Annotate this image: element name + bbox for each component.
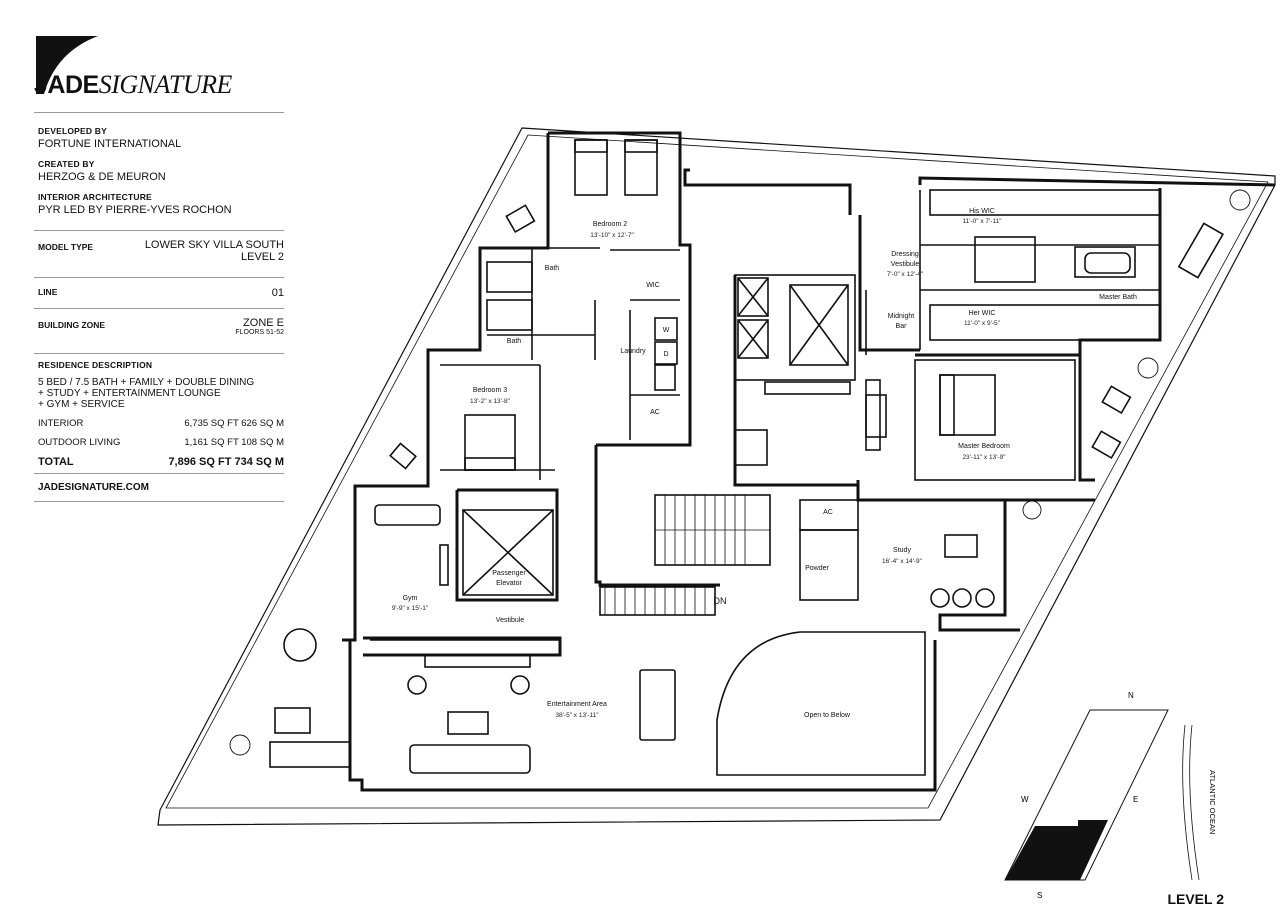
entertainment-area-label: Entertainment Area: [547, 701, 607, 708]
bedroom-2-dims: 13'-10" x 12'-7": [590, 232, 634, 239]
gym-label: Gym: [403, 595, 418, 602]
bedroom-3-label: Bedroom 3: [473, 387, 507, 394]
master-bedroom-label: Master Bedroom: [958, 443, 1010, 450]
vestibule-label: Vestibule: [496, 617, 525, 624]
plant-icon: [1137, 357, 1159, 379]
creator-label: CREATED BY: [38, 159, 95, 169]
bedroom-2-label: Bedroom 2: [593, 221, 627, 228]
building-zone-label: BUILDING ZONE: [38, 320, 106, 330]
outdoor-area-value: 1,161 SQ FT 108 SQ M: [184, 437, 284, 448]
brand-logo: JADESIGNATURE: [34, 34, 284, 104]
compass-west: W: [1021, 795, 1029, 804]
his-wic-dims: 11'-0" x 7'-11": [962, 218, 1002, 225]
her-wic-label: Her WIC: [969, 310, 996, 317]
entertainment-area-dims: 38'-5" x 13'-11": [555, 712, 599, 719]
info-sidebar: JADESIGNATURE DEVELOPED BY FORTUNE INTER…: [34, 34, 284, 502]
residence-description-3: + GYM + SERVICE: [38, 399, 125, 410]
key-plan: N S E W ATLANTIC OCEAN: [1004, 691, 1217, 900]
line-label: LINE: [38, 287, 58, 297]
developer-label: DEVELOPED BY: [38, 126, 107, 136]
compass-east: E: [1133, 795, 1138, 804]
study-label: Study: [893, 547, 911, 554]
atlantic-ocean-label: ATLANTIC OCEAN: [1208, 770, 1217, 834]
midnight-bar-label-2: Bar: [896, 323, 908, 330]
residence-description-1: 5 BED / 7.5 BATH + FAMILY + DOUBLE DININ…: [38, 377, 255, 388]
residence-description-label: RESIDENCE DESCRIPTION: [38, 360, 153, 370]
compass-south: S: [1037, 891, 1042, 900]
elevator-label-2: Elevator: [496, 580, 522, 587]
compass-north: N: [1128, 691, 1134, 700]
floors-value: FLOORS 51-52: [235, 329, 284, 336]
dressing-vestibule-label-2: Vestibule: [891, 261, 920, 268]
ac-study-label: AC: [823, 509, 833, 516]
interior-area-value: 6,735 SQ FT 626 SQ M: [184, 418, 284, 429]
zone-value: ZONE E: [243, 317, 284, 329]
developer-value: FORTUNE INTERNATIONAL: [38, 138, 182, 150]
interior-architecture-label: INTERIOR ARCHITECTURE: [38, 192, 152, 202]
her-wic-dims: 11'-0" x 9'-5": [964, 320, 1001, 327]
plant-icon: [1229, 189, 1251, 211]
residence-description-2: + STUDY + ENTERTAINMENT LOUNGE: [38, 388, 221, 399]
building-outline: [157, 127, 1276, 826]
creator-value: HERZOG & DE MEURON: [38, 171, 166, 183]
stair-down-label: DN: [714, 596, 727, 606]
midnight-bar-label-1: Midnight: [888, 313, 915, 320]
dryer-label: D: [663, 351, 668, 358]
dressing-vestibule-dims: 7'-0" x 12'-4": [887, 271, 924, 278]
plant-icon: [229, 734, 251, 756]
dressing-vestibule-label-1: Dressing: [891, 251, 919, 258]
master-bath-label: Master Bath: [1099, 294, 1137, 301]
open-to-below-label: Open to Below: [804, 712, 851, 719]
gym-dims: 9'-9" x 15'-1": [392, 605, 429, 612]
level-label: LEVEL 2: [1167, 891, 1224, 907]
website-link[interactable]: JADESIGNATURE.COM: [38, 482, 149, 493]
his-wic-label: His WIC: [969, 208, 995, 215]
master-bedroom-dims: 23'-11" x 13'-9": [962, 454, 1006, 461]
powder-label: Powder: [805, 565, 829, 572]
plant-icon: [1022, 500, 1042, 520]
bath-a-label: Bath: [545, 265, 560, 272]
model-type-value: LOWER SKY VILLA SOUTH: [144, 239, 284, 251]
total-area-label: TOTAL: [38, 456, 74, 468]
line-value: 01: [271, 287, 284, 299]
total-area-value: 7,896 SQ FT 734 SQ M: [168, 456, 284, 468]
ac-service-label: AC: [650, 409, 660, 416]
interior-architecture-value: PYR LED BY PIERRE-YVES ROCHON: [38, 204, 232, 216]
logo-mark-icon: [36, 36, 98, 94]
interior-area-label: INTERIOR: [38, 418, 84, 429]
model-type-label: MODEL TYPE: [38, 242, 94, 252]
bath-b-label: Bath: [507, 338, 522, 345]
brand-name: JADESIGNATURE: [34, 70, 232, 99]
model-level-value: LEVEL 2: [240, 251, 284, 263]
outdoor-area-label: OUTDOOR LIVING: [38, 437, 121, 448]
bedroom-3-dims: 13'-2" x 13'-8": [470, 398, 511, 405]
coastline-icon: [1182, 724, 1193, 881]
washer-label: W: [663, 327, 670, 334]
wic-label: WIC: [646, 282, 660, 289]
elevator-label-1: Passenger: [492, 570, 526, 577]
study-dims: 16'-4" x 14'-9": [882, 558, 923, 565]
laundry-label: Laundry: [620, 348, 646, 355]
